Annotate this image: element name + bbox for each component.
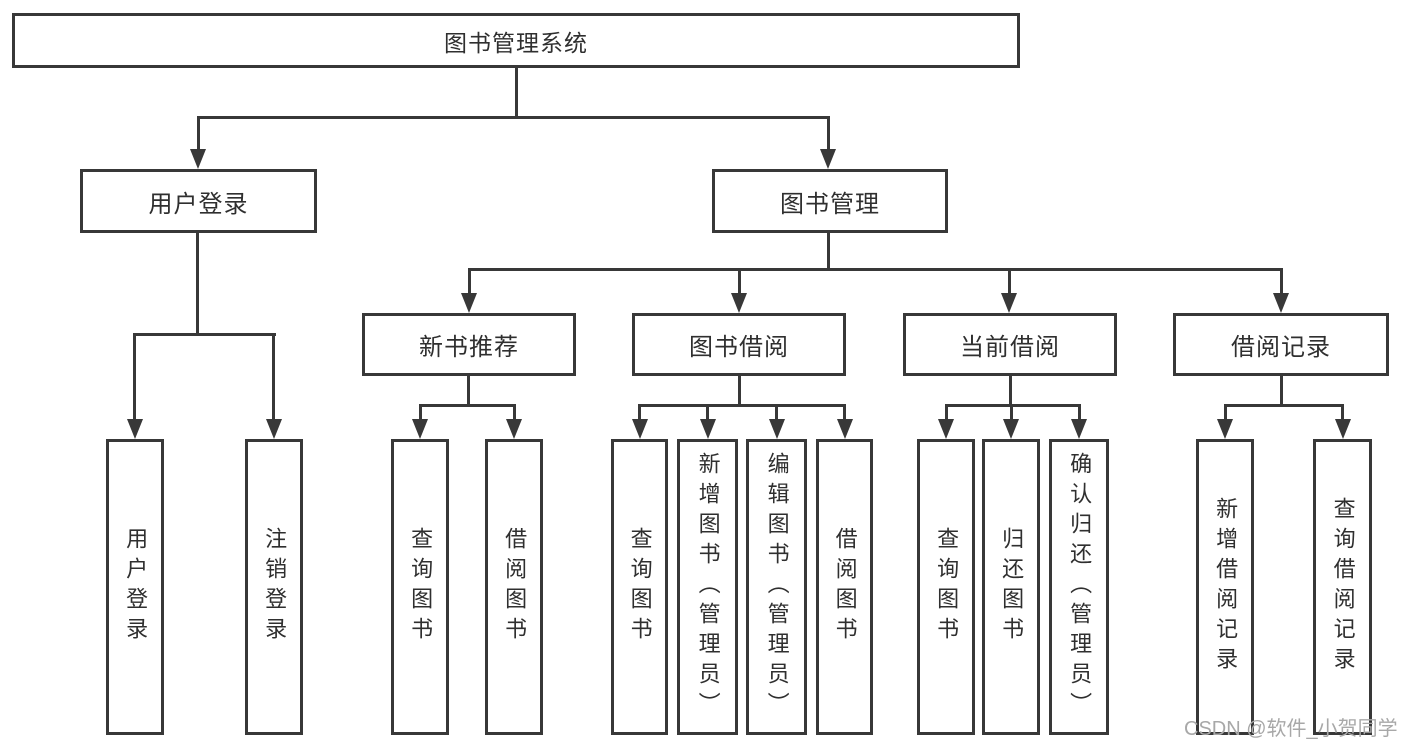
connector-line (843, 404, 846, 421)
arrowhead-icon (1001, 293, 1017, 313)
leaf-return-book-label: 归还图书 (999, 527, 1025, 647)
connector-line (827, 233, 830, 271)
connector-line (513, 404, 516, 421)
connector-line (419, 404, 516, 407)
leaf-query-books-current-label: 查询图书 (934, 527, 960, 647)
arrowhead-icon (127, 419, 143, 439)
leaf-logout: 注销登录 (245, 439, 303, 735)
connector-line (1008, 268, 1011, 295)
connector-line (775, 404, 778, 421)
connector-line (827, 116, 830, 154)
leaf-user-login: 用户登录 (106, 439, 164, 735)
node-borrow-records-label: 借阅记录 (1231, 334, 1331, 361)
leaf-add-borrow-record-label: 新增借阅记录 (1213, 497, 1239, 677)
connector-line (467, 376, 470, 407)
arrowhead-icon (461, 293, 477, 313)
leaf-query-books-current: 查询图书 (917, 439, 975, 735)
leaf-query-books-borrow-label: 查询图书 (627, 527, 653, 647)
arrowhead-icon (837, 419, 853, 439)
leaf-edit-book-admin-label: 编辑图书（管理员） (764, 452, 790, 722)
connector-line (1224, 404, 1344, 407)
node-book-management: 图书管理 (712, 169, 948, 233)
connector-line (638, 404, 641, 421)
leaf-borrow-books-borrow: 借阅图书 (816, 439, 873, 735)
connector-line (1009, 376, 1012, 407)
node-book-management-label: 图书管理 (780, 190, 880, 218)
arrowhead-icon (506, 419, 522, 439)
arrowhead-icon (820, 149, 836, 169)
connector-line (1224, 404, 1227, 421)
leaf-borrow-books-borrow-label: 借阅图书 (832, 527, 858, 647)
leaf-query-books-newbook: 查询图书 (391, 439, 449, 735)
node-root: 图书管理系统 (12, 13, 1020, 68)
connector-line (738, 376, 741, 407)
node-new-book-recommend-label: 新书推荐 (419, 334, 519, 361)
connector-line (638, 404, 846, 407)
arrowhead-icon (1003, 419, 1019, 439)
watermark: CSDN @软件_小贺同学 (1184, 718, 1398, 740)
leaf-edit-book-admin: 编辑图书（管理员） (746, 439, 807, 735)
arrowhead-icon (1071, 419, 1087, 439)
node-borrow-records: 借阅记录 (1173, 313, 1389, 376)
connector-line (197, 116, 200, 154)
arrowhead-icon (938, 419, 954, 439)
arrowhead-icon (700, 419, 716, 439)
connector-line (419, 404, 422, 421)
connector-line (1010, 404, 1013, 421)
connector-line (197, 116, 830, 119)
node-new-book-recommend: 新书推荐 (362, 313, 576, 376)
leaf-query-books-newbook-label: 查询图书 (408, 527, 434, 647)
connector-line (706, 404, 709, 421)
connector-line (1341, 404, 1344, 421)
arrowhead-icon (190, 149, 206, 169)
connector-line (1280, 268, 1283, 295)
connector-line (1078, 404, 1081, 421)
connector-line (945, 404, 1081, 407)
arrowhead-icon (769, 419, 785, 439)
connector-line (133, 333, 276, 336)
leaf-query-borrow-record: 查询借阅记录 (1313, 439, 1372, 735)
node-book-borrow-label: 图书借阅 (689, 334, 789, 361)
arrowhead-icon (412, 419, 428, 439)
node-current-borrow: 当前借阅 (903, 313, 1117, 376)
connector-line (738, 268, 741, 295)
leaf-borrow-books-newbook-label: 借阅图书 (502, 527, 528, 647)
arrowhead-icon (1273, 293, 1289, 313)
arrowhead-icon (1217, 419, 1233, 439)
connector-line (945, 404, 948, 421)
leaf-confirm-return-admin: 确认归还（管理员） (1049, 439, 1109, 735)
node-root-label: 图书管理系统 (444, 29, 588, 56)
leaf-user-login-label: 用户登录 (123, 527, 149, 647)
connector-line (515, 66, 518, 119)
leaf-query-books-borrow: 查询图书 (611, 439, 668, 735)
leaf-add-borrow-record: 新增借阅记录 (1196, 439, 1254, 735)
node-user-login-label: 用户登录 (148, 190, 249, 218)
node-user-login: 用户登录 (80, 169, 317, 233)
leaf-query-borrow-record-label: 查询借阅记录 (1330, 497, 1356, 677)
arrowhead-icon (266, 419, 282, 439)
connector-line (133, 333, 136, 421)
connector-line (196, 233, 199, 335)
arrowhead-icon (1335, 419, 1351, 439)
node-current-borrow-label: 当前借阅 (960, 334, 1060, 361)
connector-line (468, 268, 1283, 271)
connector-line (468, 268, 471, 295)
leaf-logout-label: 注销登录 (262, 527, 288, 647)
node-book-borrow: 图书借阅 (632, 313, 846, 376)
leaf-return-book: 归还图书 (982, 439, 1040, 735)
connector-line (272, 333, 275, 421)
leaf-add-book-admin-label: 新增图书（管理员） (695, 452, 721, 722)
arrowhead-icon (731, 293, 747, 313)
leaf-confirm-return-admin-label: 确认归还（管理员） (1067, 452, 1093, 722)
arrowhead-icon (632, 419, 648, 439)
leaf-add-book-admin: 新增图书（管理员） (677, 439, 738, 735)
connector-line (1280, 376, 1283, 407)
leaf-borrow-books-newbook: 借阅图书 (485, 439, 543, 735)
